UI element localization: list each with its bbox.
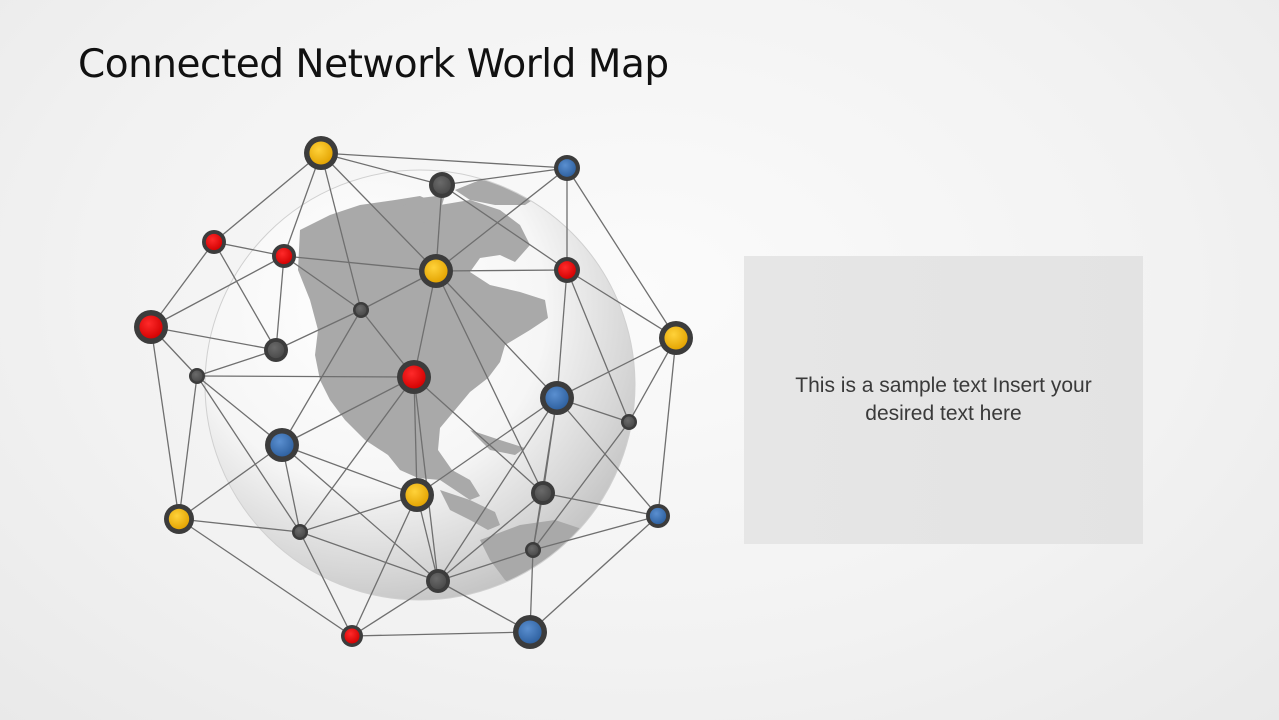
network-node-blue: [513, 615, 547, 649]
network-node-gray: [264, 338, 288, 362]
network-edge: [178, 444, 283, 520]
network-node-blue: [540, 381, 574, 415]
network-edge: [299, 376, 415, 533]
network-nodes: [134, 136, 693, 649]
network-edge: [320, 152, 362, 311]
network-edge: [283, 152, 322, 257]
network-node-blue: [646, 504, 670, 528]
network-edge: [556, 397, 659, 517]
network-edge: [441, 167, 568, 186]
network-node-red: [554, 257, 580, 283]
network-edge: [351, 494, 418, 637]
network-node-yellow: [659, 321, 693, 355]
network-node-gray: [621, 414, 637, 430]
network-edge: [435, 269, 568, 272]
network-edge: [416, 397, 558, 496]
network-edge: [150, 326, 277, 351]
network-edge: [351, 580, 439, 637]
network-edge: [566, 167, 677, 339]
network-edge: [437, 580, 531, 633]
network-edge: [413, 376, 418, 496]
slide-title: Connected Network World Map: [78, 42, 669, 87]
network-edge: [299, 531, 439, 582]
network-edge: [178, 518, 353, 637]
network-node-yellow: [304, 136, 338, 170]
network-edge: [283, 255, 362, 311]
network-node-red: [272, 244, 296, 268]
network-edge: [413, 376, 439, 582]
network-node-red: [397, 360, 431, 394]
network-edge: [320, 152, 568, 169]
network-edge: [566, 269, 677, 339]
network-edge: [178, 518, 301, 533]
network-edge: [351, 631, 531, 637]
network-node-yellow: [419, 254, 453, 288]
network-edge: [437, 397, 558, 582]
network-edge: [320, 152, 437, 272]
network-node-blue: [265, 428, 299, 462]
network-node-gray: [426, 569, 450, 593]
network-edge: [281, 309, 362, 446]
network-edge: [299, 494, 418, 533]
network-edge: [283, 255, 437, 272]
text-placeholder[interactable]: This is a sample text Insert your desire…: [795, 374, 1092, 425]
network-node-gray: [189, 368, 205, 384]
network-edge: [150, 326, 180, 520]
network-edge: [413, 270, 437, 378]
network-edge: [196, 375, 301, 533]
network-edge: [435, 270, 558, 399]
network-edge: [441, 184, 568, 271]
network-node-gray: [429, 172, 455, 198]
network-edge: [213, 152, 322, 243]
network-edge: [299, 531, 353, 637]
network-edge: [529, 515, 659, 633]
network-node-yellow: [400, 478, 434, 512]
network-edge: [437, 492, 544, 582]
network-edge: [213, 241, 277, 351]
network-edge: [532, 515, 659, 551]
network-edge: [556, 269, 568, 399]
network-edge: [178, 375, 198, 520]
network-node-red: [341, 625, 363, 647]
network-edge: [196, 375, 415, 378]
network-edge: [413, 376, 544, 494]
network-edge: [437, 549, 534, 582]
network-node-gray: [525, 542, 541, 558]
network-node-red: [134, 310, 168, 344]
network-node-blue: [554, 155, 580, 181]
network-edge: [542, 492, 659, 517]
network-edge: [435, 270, 544, 494]
network-node-gray: [531, 481, 555, 505]
network-edge: [196, 349, 277, 377]
network-edge: [532, 421, 630, 551]
network-edge: [150, 255, 285, 328]
network-edge: [657, 337, 677, 517]
network-edge: [566, 269, 630, 423]
network-edge: [320, 152, 443, 186]
network-node-gray: [292, 524, 308, 540]
network-edge: [281, 376, 415, 446]
network-edge: [556, 337, 677, 399]
network-edge: [196, 375, 283, 446]
network-node-yellow: [164, 504, 194, 534]
network-node-gray: [353, 302, 369, 318]
network-node-red: [202, 230, 226, 254]
text-placeholder-box[interactable]: This is a sample text Insert your desire…: [744, 256, 1143, 544]
network-edge: [275, 255, 285, 351]
network-edge: [281, 444, 418, 496]
network-edge: [275, 309, 362, 351]
network-edge: [150, 241, 215, 328]
network-edge: [435, 167, 568, 272]
